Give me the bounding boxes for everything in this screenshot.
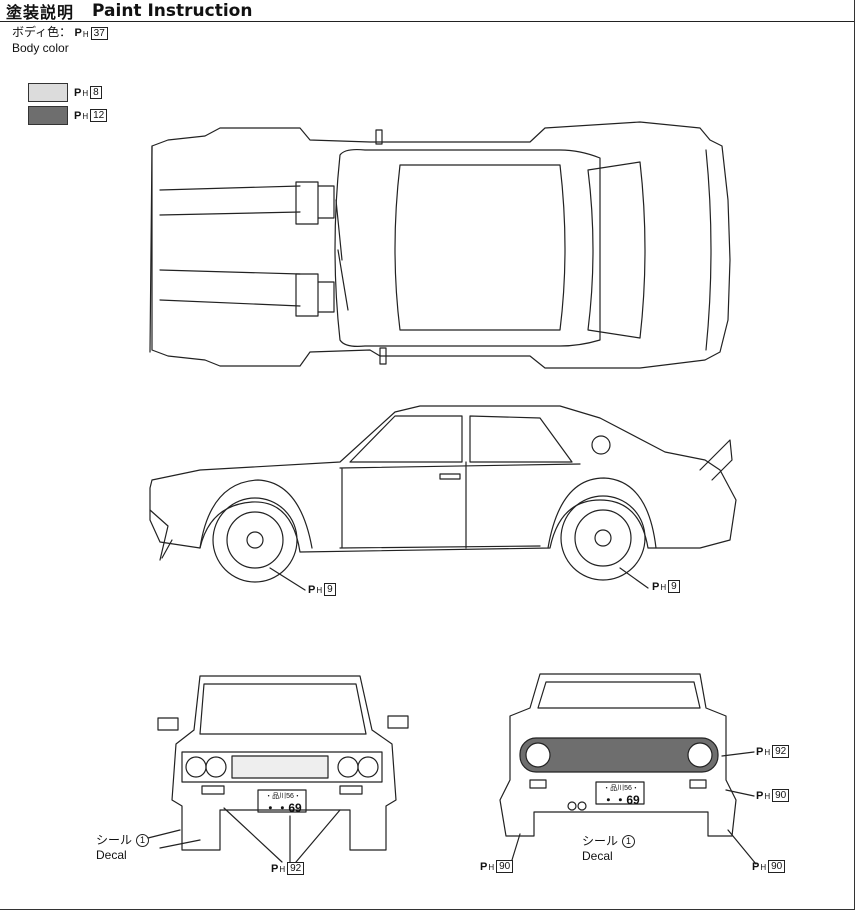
front-plate-bottom-text: ・・69 bbox=[264, 801, 302, 815]
side-front-window bbox=[349, 415, 463, 463]
front-indicator-left bbox=[201, 785, 225, 795]
top-roof bbox=[394, 164, 566, 331]
side-front-spoiler bbox=[149, 509, 173, 561]
side-body-outline bbox=[149, 405, 737, 553]
top-rear-window bbox=[587, 161, 646, 339]
front-headlight-2 bbox=[205, 756, 227, 778]
side-front-wheel bbox=[226, 511, 284, 569]
top-mirror-1 bbox=[375, 129, 383, 145]
side-callout-lines bbox=[269, 567, 649, 591]
top-hood-lines bbox=[159, 185, 301, 307]
front-grille bbox=[231, 755, 329, 779]
side-front-tire bbox=[212, 497, 298, 583]
front-headlight-1 bbox=[185, 756, 207, 778]
front-license-plate bbox=[257, 789, 307, 813]
top-view bbox=[149, 121, 731, 369]
front-mirror-right bbox=[387, 715, 409, 729]
side-fuel-cap bbox=[591, 435, 611, 455]
top-hood-scoop-2 bbox=[295, 273, 319, 317]
side-fenders bbox=[199, 477, 657, 549]
side-door-lines bbox=[339, 461, 581, 549]
rear-panel bbox=[519, 737, 719, 773]
body-color-jp-label: ボディ色： bbox=[12, 25, 72, 39]
front-callout-lines bbox=[147, 807, 341, 863]
rear-plate-top-text: ・品川56・ bbox=[603, 785, 639, 792]
side-rear-hub bbox=[594, 529, 612, 547]
rear-light-right bbox=[687, 742, 713, 768]
side-wing bbox=[699, 439, 733, 481]
rear-reflector-left bbox=[529, 779, 547, 789]
title-japanese: 塗装説明 bbox=[6, 3, 75, 22]
title-underline bbox=[0, 21, 855, 22]
front-headlight-3 bbox=[337, 756, 359, 778]
rear-body-outline bbox=[499, 673, 737, 837]
front-mirror-left bbox=[157, 717, 179, 731]
rear-exhaust-2 bbox=[577, 801, 587, 811]
rear-reflector-right bbox=[689, 779, 707, 789]
rear-view bbox=[499, 673, 757, 865]
frame-bottom bbox=[0, 909, 855, 910]
front-headlight-4 bbox=[357, 756, 379, 778]
top-front-edge bbox=[149, 145, 153, 353]
top-hood-scoop-1 bbox=[295, 181, 319, 225]
side-rear-wheel bbox=[574, 509, 632, 567]
side-rear-tire bbox=[560, 495, 646, 581]
rear-exhaust-1 bbox=[567, 801, 577, 811]
front-indicator-right bbox=[339, 785, 363, 795]
title-row: 塗装説明 Paint Instruction bbox=[6, 0, 252, 22]
top-vents bbox=[317, 185, 335, 313]
body-color-en-label: Body color bbox=[12, 41, 69, 55]
rear-window bbox=[537, 681, 701, 709]
rear-light-left bbox=[525, 742, 551, 768]
side-front-hub bbox=[246, 531, 264, 549]
paint-swatch-dark bbox=[28, 106, 68, 125]
front-body-outline bbox=[171, 675, 397, 851]
rear-plate-bottom-text: ・・69 bbox=[602, 793, 640, 807]
front-view bbox=[147, 675, 409, 863]
title-english: Paint Instruction bbox=[92, 1, 253, 21]
top-body-outline bbox=[151, 121, 731, 369]
paint-swatch-light bbox=[28, 83, 68, 102]
front-plate-top-text: ・品川56・ bbox=[265, 793, 301, 800]
top-mirror-2 bbox=[379, 347, 387, 365]
rear-callout-lines bbox=[511, 751, 757, 865]
front-windshield bbox=[199, 683, 367, 735]
front-grille-area bbox=[181, 751, 383, 783]
rear-license-plate bbox=[595, 781, 645, 805]
side-view bbox=[149, 405, 737, 591]
top-rear-spoiler bbox=[705, 149, 712, 351]
side-rear-window bbox=[469, 415, 573, 463]
side-door-handle bbox=[439, 473, 461, 480]
frame-right bbox=[854, 0, 855, 910]
top-cabin bbox=[334, 148, 601, 347]
top-wipers bbox=[335, 199, 349, 311]
